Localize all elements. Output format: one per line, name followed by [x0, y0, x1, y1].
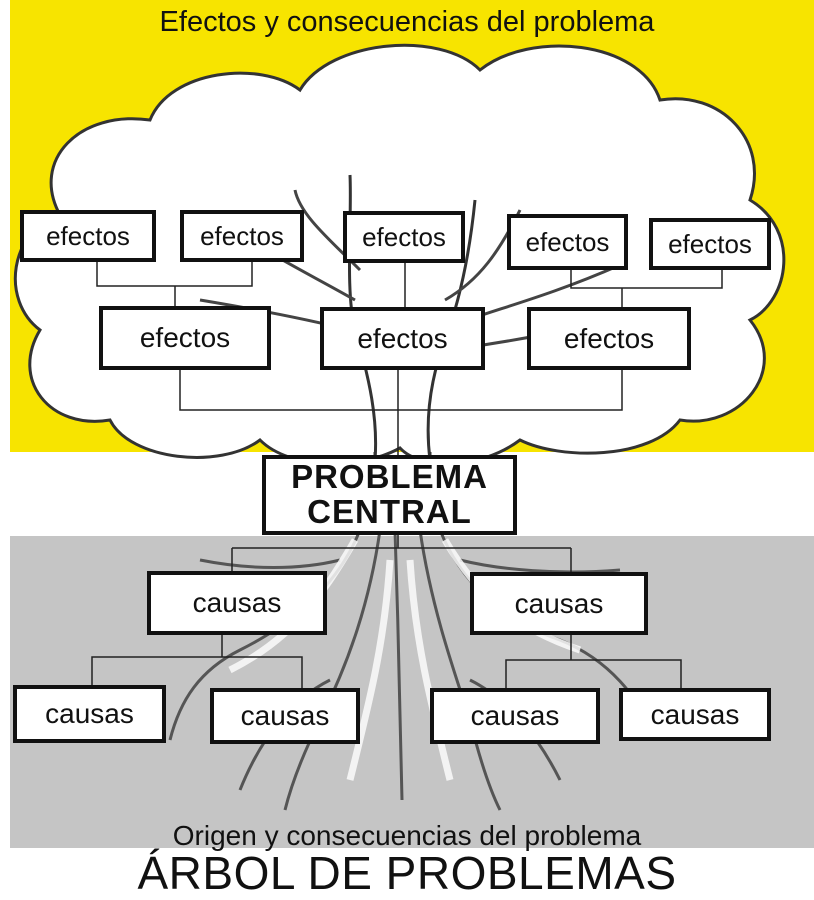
cause-box: causas: [619, 688, 771, 741]
diagram-header: Efectos y consecuencias del problema: [159, 6, 655, 38]
diagram-subtitle: Origen y consecuencias del problema: [172, 820, 642, 851]
effect-box: efectos: [99, 306, 271, 370]
cause-box: causas: [470, 572, 648, 635]
effect-box: efectos: [20, 210, 156, 262]
central-problem-line1: PROBLEMA: [291, 458, 488, 496]
connector-lines: [91, 262, 723, 688]
effect-box: efectos: [320, 307, 485, 370]
effect-box: efectos: [649, 218, 771, 270]
cause-box: causas: [147, 571, 327, 635]
cause-box: causas: [430, 688, 600, 744]
effect-box: efectos: [180, 210, 304, 262]
cause-box: causas: [13, 685, 166, 743]
central-problem-line2: CENTRAL: [307, 493, 472, 530]
diagram-title: ÁRBOL DE PROBLEMAS: [137, 847, 677, 899]
effect-box: efectos: [343, 211, 465, 263]
effect-box: efectos: [527, 307, 691, 370]
cause-box: causas: [210, 688, 360, 744]
tree-branches: [199, 189, 641, 352]
central-problem-box: PROBLEMA CENTRAL: [262, 455, 517, 535]
effect-box: efectos: [507, 214, 628, 270]
